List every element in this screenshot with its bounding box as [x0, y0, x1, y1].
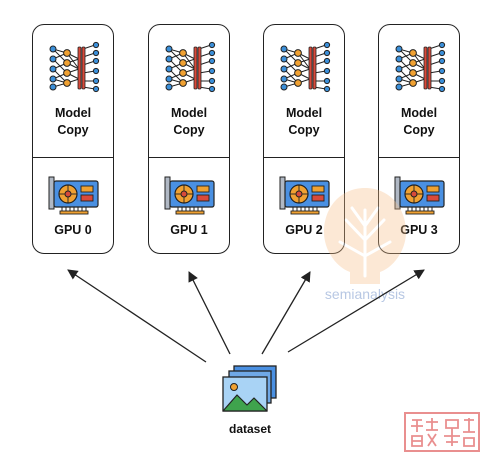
watermark-text: semianalysis: [324, 286, 406, 302]
gpu-label: GPU 1: [170, 223, 208, 237]
card-divider: [379, 157, 459, 158]
gpu-label: GPU 3: [400, 223, 438, 237]
arrow-to-gpu-1: [188, 271, 231, 355]
gpu-card-2: Model Copy GPU 2: [263, 24, 345, 254]
model-copy-label: Model Copy: [400, 106, 438, 137]
arrow-to-gpu-2: [261, 271, 311, 355]
red-seal-stamp: [404, 412, 480, 452]
arrow-to-gpu-0: [67, 269, 207, 363]
gpu-card-3: Model Copy GPU 3: [378, 24, 460, 254]
card-divider: [149, 157, 229, 158]
model-copy-label: Model Copy: [54, 106, 92, 137]
arrow-to-gpu-3: [287, 269, 425, 353]
gpu-card-1: Model Copy GPU 1: [148, 24, 230, 254]
card-divider: [264, 157, 344, 158]
semianalysis-logo-watermark: [324, 188, 406, 284]
gpu-card-0: Model Copy GPU 0: [32, 24, 114, 254]
card-divider: [33, 157, 113, 158]
gpu-label: GPU 2: [285, 223, 323, 237]
gpu-label: GPU 0: [54, 223, 92, 237]
dataset-label: dataset: [228, 422, 272, 436]
image-stack-icon: [222, 365, 277, 412]
model-copy-label: Model Copy: [170, 106, 208, 137]
model-copy-label: Model Copy: [285, 106, 323, 137]
